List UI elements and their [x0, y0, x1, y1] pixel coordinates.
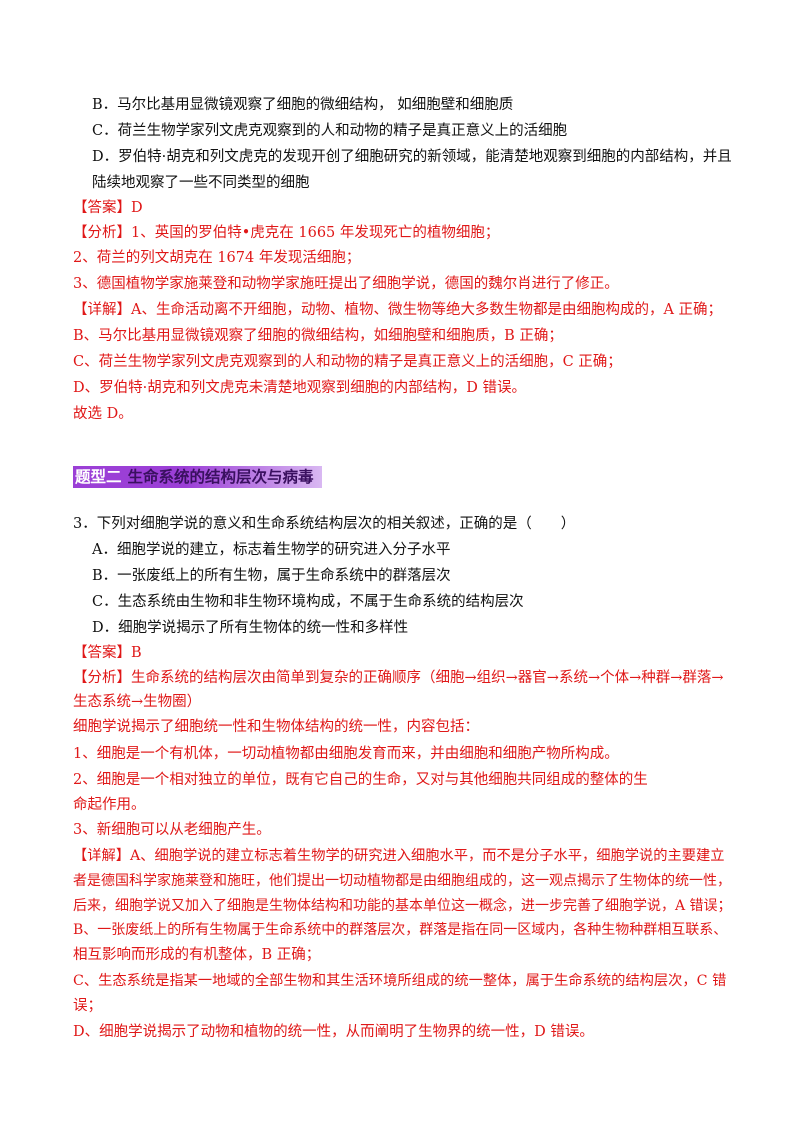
q3-analysis-2: 生态系统→生物圈） [73, 694, 202, 710]
q2-detail-b: B、马尔比基用显微镜观察了细胞的微细结构，如细胞壁和细胞质，B 正确； [73, 328, 563, 344]
q2-answer: 【答案】D [73, 200, 143, 216]
q3-stem: 3．下列对细胞学说的意义和生命系统结构层次的相关叙述，正确的是（ ） [73, 516, 576, 532]
q3-detail-3: 后来，细胞学说又加入了细胞是生物体结构和功能的基本单位这一概念，进一步完善了细胞… [73, 898, 732, 914]
q3-answer: 【答案】B [73, 645, 142, 661]
q2-option-d-line1: D．罗伯特·胡克和列文虎克的发现开创了细胞研究的新领域，能清楚地观察到细胞的内部… [92, 149, 732, 165]
q3-analysis-3: 细胞学说揭示了细胞统一性和生物体结构的统一性，内容包括： [73, 719, 479, 735]
section-heading: 题型二生命系统的结构层次与病毒 [73, 466, 322, 488]
q2-option-c: C．荷兰生物学家列文虎克观察到的人和动物的精子是真正意义上的活细胞 [92, 123, 568, 139]
q3-detail-1: 【详解】A、细胞学说的建立标志着生物学的研究进入细胞水平，而不是分子水平，细胞学… [73, 848, 725, 864]
q2-analysis-2: 2、荷兰的列文胡克在 1674 年发现活细胞； [73, 250, 361, 266]
q3-option-d: D．细胞学说揭示了所有生物体的统一性和多样性 [92, 620, 409, 636]
q2-conclusion: 故选 D。 [73, 406, 133, 422]
section-heading-prefix: 题型二 [75, 468, 122, 486]
q2-detail-d: D、罗伯特·胡克和列文虎克未清楚地观察到细胞的内部结构，D 错误。 [73, 380, 526, 396]
q3-detail-8: D、细胞学说揭示了动物和植物的统一性，从而阐明了生物界的统一性，D 错误。 [73, 1024, 594, 1040]
q3-analysis-4: 1、细胞是一个有机体，一切动植物都由细胞发育而来，并由细胞和细胞产物所构成。 [73, 746, 619, 762]
q2-detail-a: 【详解】A、生命活动离不开细胞，动物、植物、微生物等绝大多数生物都是由细胞构成的… [73, 302, 723, 318]
q3-detail-5: 相互影响而形成的有机整体，B 正确； [73, 947, 321, 963]
section-heading-title: 生命系统的结构层次与病毒 [127, 468, 314, 486]
q3-option-a: A．细胞学说的建立，标志着生物学的研究进入分子水平 [92, 542, 451, 558]
q3-option-b: B．一张废纸上的所有生物，属于生命系统中的群落层次 [92, 568, 451, 584]
q3-detail-4: B、一张废纸上的所有生物属于生命系统中的群落层次，群落是指在同一区域内，各种生物… [73, 922, 728, 938]
q3-analysis-1: 【分析】生命系统的结构层次由简单到复杂的正确顺序（细胞→组织→器官→系统→个体→… [73, 670, 724, 686]
q2-option-b: B．马尔比基用显微镜观察了细胞的微细结构， 如细胞壁和细胞质 [92, 97, 514, 113]
q3-detail-2: 者是德国科学家施莱登和施旺，他们提出一切动植物都是由细胞组成的，这一观点揭示了生… [73, 873, 731, 889]
q2-analysis-1: 【分析】1、英国的罗伯特•虎克在 1665 年发现死亡的植物细胞； [73, 225, 500, 241]
q3-detail-6: C、生态系统是指某一地域的全部生物和其生活环境所组成的统一整体，属于生命系统的结… [73, 973, 727, 989]
q3-option-c: C．生态系统由生物和非生物环境构成，不属于生命系统的结构层次 [92, 594, 524, 610]
q3-detail-7: 误； [73, 998, 102, 1014]
q3-analysis-5: 2、细胞是一个相对独立的单位，既有它自己的生命，又对与其他细胞共同组成的整体的生 [73, 772, 648, 788]
q2-detail-c: C、荷兰生物学家列文虎克观察到的人和动物的精子是真正意义上的活细胞，C 正确； [73, 354, 622, 370]
q2-analysis-3: 3、德国植物学家施莱登和动物学家施旺提出了细胞学说，德国的魏尔肖进行了修正。 [73, 276, 619, 292]
q3-analysis-7: 3、新细胞可以从老细胞产生。 [73, 822, 271, 838]
q3-analysis-6: 命起作用。 [73, 797, 146, 813]
q2-option-d-line2: 陆续地观察了一些不同类型的细胞 [92, 175, 310, 191]
